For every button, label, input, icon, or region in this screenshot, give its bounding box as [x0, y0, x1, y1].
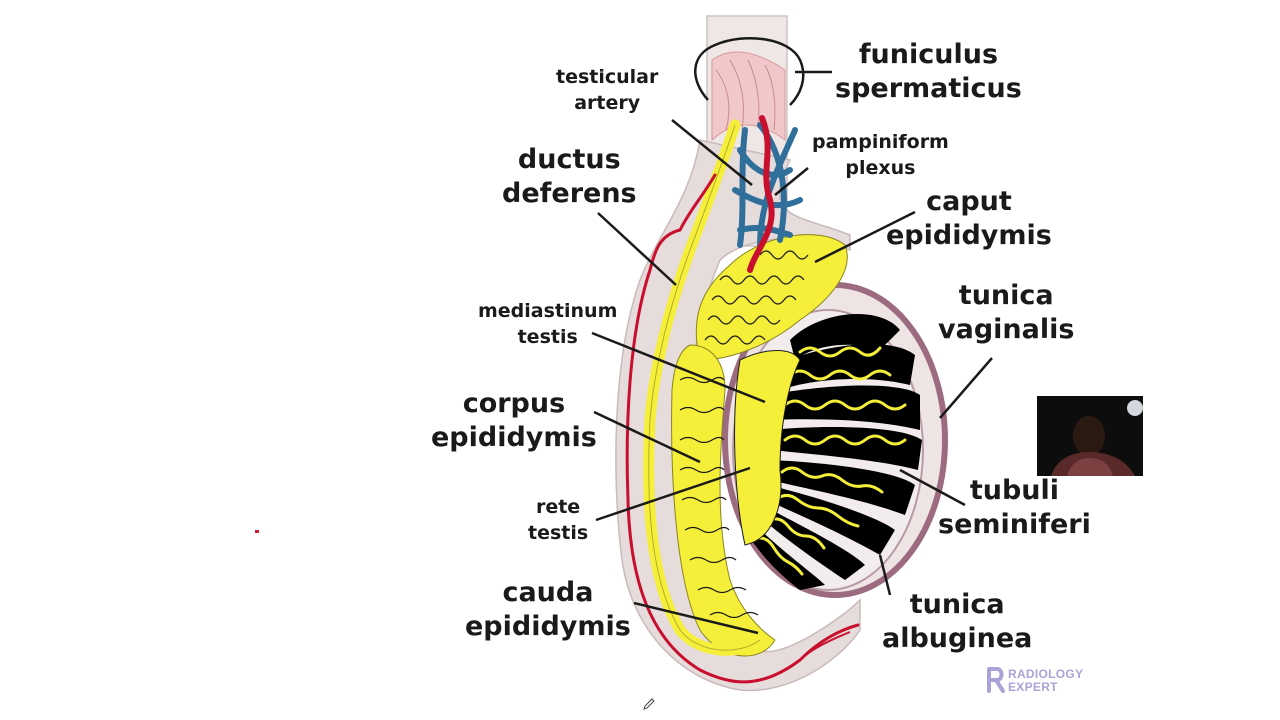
leader-lines	[591, 70, 993, 635]
tubule-squiggles	[758, 346, 907, 576]
caput-coils	[704, 250, 809, 345]
rete-testis-network	[734, 350, 801, 546]
seminiferous-lobules	[745, 313, 922, 590]
caput-epididymis	[695, 234, 848, 361]
testicular-artery	[747, 115, 775, 273]
pen-cursor-icon	[643, 698, 655, 710]
red-dot-mark	[255, 530, 259, 533]
funiculus-bracket	[694, 36, 805, 106]
webcam-overlay	[1037, 396, 1143, 476]
corpus-cauda-epididymis	[671, 344, 776, 657]
cord-fibre-lines	[715, 59, 776, 131]
ductus-deferens-edge	[648, 124, 761, 651]
artery-branch	[799, 631, 851, 661]
corpus-coils	[679, 376, 759, 619]
logo-r-icon	[987, 667, 1005, 693]
deferential-artery	[625, 173, 860, 684]
